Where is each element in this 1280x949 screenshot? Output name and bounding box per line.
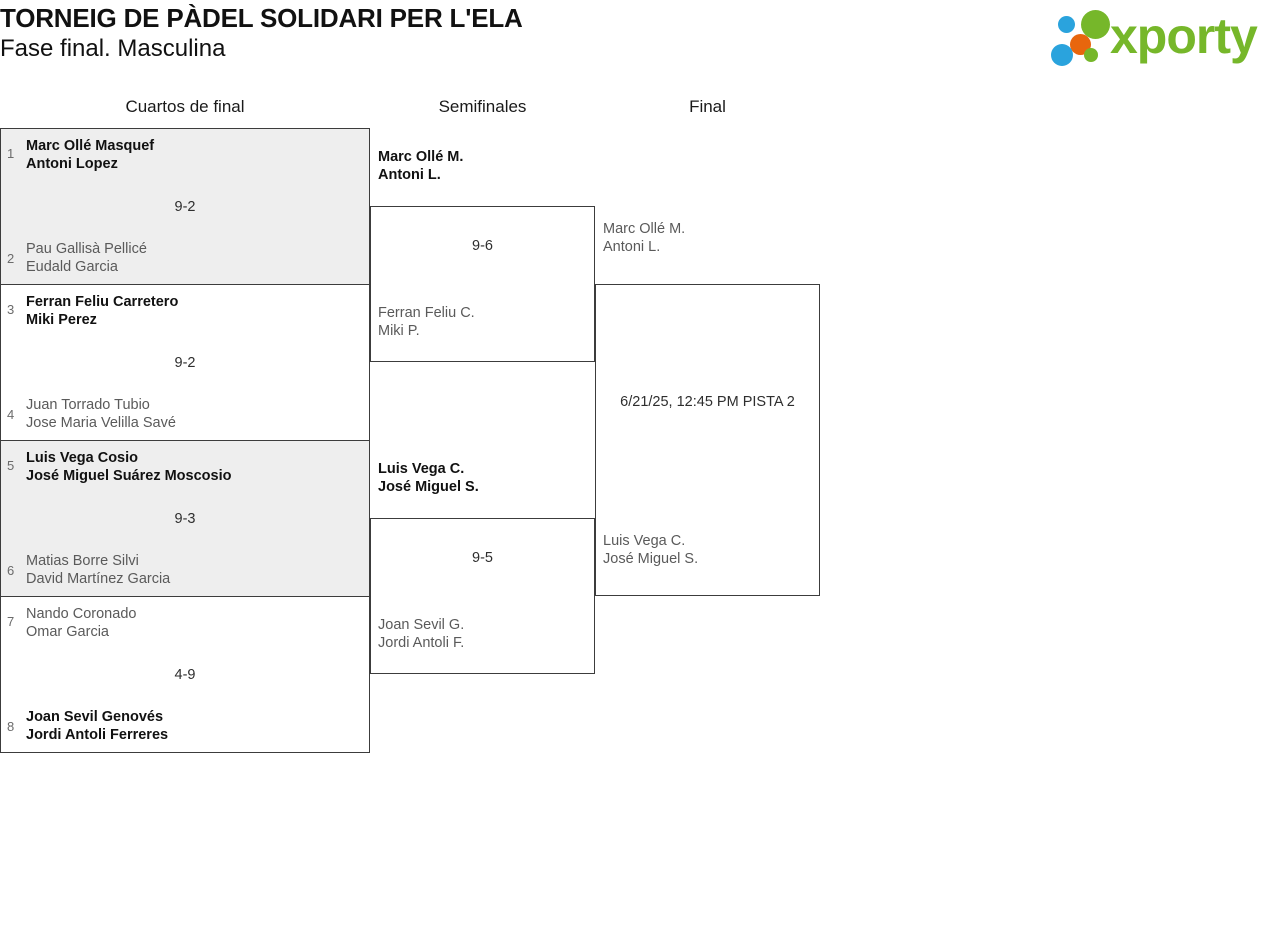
semifinal-2-team-top[interactable]: Luis Vega C. José Miguel S. <box>370 460 479 496</box>
page-header: TORNEIG DE PÀDEL SOLIDARI PER L'ELA Fase… <box>0 0 1280 90</box>
logo-dot-blue-large <box>1051 44 1073 66</box>
seed-number: 4 <box>7 407 15 422</box>
match-score: 9-3 <box>174 511 196 527</box>
logo-dot-green-large <box>1081 10 1110 39</box>
player-name: Juan Torrado Tubio <box>26 397 150 413</box>
player-name: Nando Coronado <box>26 606 137 622</box>
player-name: Antoni L. <box>603 239 661 255</box>
match-semifinal-1[interactable]: 9-6 <box>370 206 595 362</box>
player-name: Marc Ollé M. <box>378 149 464 165</box>
final-team-bottom[interactable]: Luis Vega C. José Miguel S. <box>595 532 698 568</box>
match-quarterfinal-4[interactable]: 7 Nando Coronado Omar Garcia 4-9 8 Joan … <box>0 596 370 753</box>
player-name: Jordi Antoli F. <box>378 635 465 651</box>
seed-number: 7 <box>7 614 15 629</box>
player-name: Marc Ollé M. <box>603 221 686 237</box>
semifinal-1-team-top[interactable]: Marc Ollé M. Antoni L. <box>370 148 463 184</box>
player-name: Antoni L. <box>378 167 441 183</box>
team-bottom[interactable]: Pau Gallisà Pellicé Eudald Garcia <box>1 240 369 276</box>
player-name: Miki P. <box>378 323 420 339</box>
round-header-semifinals: Semifinales <box>438 97 527 116</box>
player-name: Eudald Garcia <box>26 259 118 275</box>
semifinal-2-team-bottom[interactable]: Joan Sevil G. Jordi Antoli F. <box>370 616 464 652</box>
round-header-quarterfinals: Cuartos de final <box>125 97 245 116</box>
player-name: Jose Maria Velilla Savé <box>26 415 176 431</box>
match-score: 9-2 <box>174 355 196 371</box>
tournament-title-block: TORNEIG DE PÀDEL SOLIDARI PER L'ELA Fase… <box>0 2 523 64</box>
player-name: Joan Sevil Genovés <box>26 709 164 725</box>
seed-number: 3 <box>7 302 15 317</box>
final-schedule: 6/21/25, 12:45 PM PISTA 2 <box>620 394 795 410</box>
match-quarterfinal-3[interactable]: 5 Luis Vega Cosio José Miguel Suárez Mos… <box>0 440 370 597</box>
player-name: David Martínez Garcia <box>26 571 171 587</box>
player-name: Matias Borre Silvi <box>26 553 139 569</box>
player-name: Ferran Feliu C. <box>378 305 475 321</box>
player-name: José Miguel Suárez Moscosio <box>26 468 232 484</box>
final-team-top[interactable]: Marc Ollé M. Antoni L. <box>595 220 685 256</box>
player-name: Luis Vega C. <box>603 533 686 549</box>
team-top[interactable]: Marc Ollé Masquef Antoni Lopez <box>1 137 369 173</box>
player-name: Pau Gallisà Pellicé <box>26 241 147 257</box>
match-score: 9-5 <box>472 550 493 566</box>
tournament-name: TORNEIG DE PÀDEL SOLIDARI PER L'ELA <box>0 3 523 33</box>
match-score: 9-2 <box>174 199 196 215</box>
xporty-logo[interactable]: xporty <box>1044 6 1274 68</box>
logo-dot-green-small <box>1084 48 1098 62</box>
player-name: Miki Perez <box>26 312 97 328</box>
match-quarterfinal-1[interactable]: 1 Marc Ollé Masquef Antoni Lopez 9-2 2 P… <box>0 128 370 285</box>
seed-number: 2 <box>7 251 15 266</box>
match-score: 4-9 <box>174 667 196 683</box>
seed-number: 5 <box>7 458 15 473</box>
team-top[interactable]: Luis Vega Cosio José Miguel Suárez Mosco… <box>1 449 369 485</box>
player-name: Ferran Feliu Carretero <box>26 294 179 310</box>
player-name: Luis Vega C. <box>378 461 465 477</box>
player-name: José Miguel S. <box>378 479 479 495</box>
logo-wordmark: xporty <box>1110 8 1258 64</box>
player-name: Marc Ollé Masquef <box>26 138 155 154</box>
player-name: Joan Sevil G. <box>378 617 465 633</box>
match-final[interactable]: 6/21/25, 12:45 PM PISTA 2 <box>595 284 820 596</box>
team-bottom[interactable]: Matias Borre Silvi David Martínez Garcia <box>1 552 369 588</box>
match-score: 9-6 <box>472 238 493 254</box>
player-name: Antoni Lopez <box>26 156 118 172</box>
seed-number: 8 <box>7 719 15 734</box>
team-top[interactable]: Ferran Feliu Carretero Miki Perez <box>1 293 369 329</box>
match-quarterfinal-2[interactable]: 3 Ferran Feliu Carretero Miki Perez 9-2 … <box>0 284 370 441</box>
round-header-final: Final <box>689 97 726 116</box>
logo-dot-blue-small <box>1058 16 1075 33</box>
xporty-dots-icon <box>1048 8 1120 66</box>
seed-number: 1 <box>7 146 15 161</box>
team-bottom[interactable]: Juan Torrado Tubio Jose Maria Velilla Sa… <box>1 396 369 432</box>
player-name: Omar Garcia <box>26 624 109 640</box>
tournament-phase: Fase final. Masculina <box>0 35 226 62</box>
player-name: Jordi Antoli Ferreres <box>26 727 169 743</box>
player-name: José Miguel S. <box>603 551 699 567</box>
seed-number: 6 <box>7 563 15 578</box>
semifinal-1-team-bottom[interactable]: Ferran Feliu C. Miki P. <box>370 304 475 340</box>
team-top[interactable]: Nando Coronado Omar Garcia <box>1 605 369 641</box>
match-semifinal-2[interactable]: 9-5 <box>370 518 595 674</box>
team-bottom[interactable]: Joan Sevil Genovés Jordi Antoli Ferreres <box>1 708 369 744</box>
player-name: Luis Vega Cosio <box>26 450 138 466</box>
